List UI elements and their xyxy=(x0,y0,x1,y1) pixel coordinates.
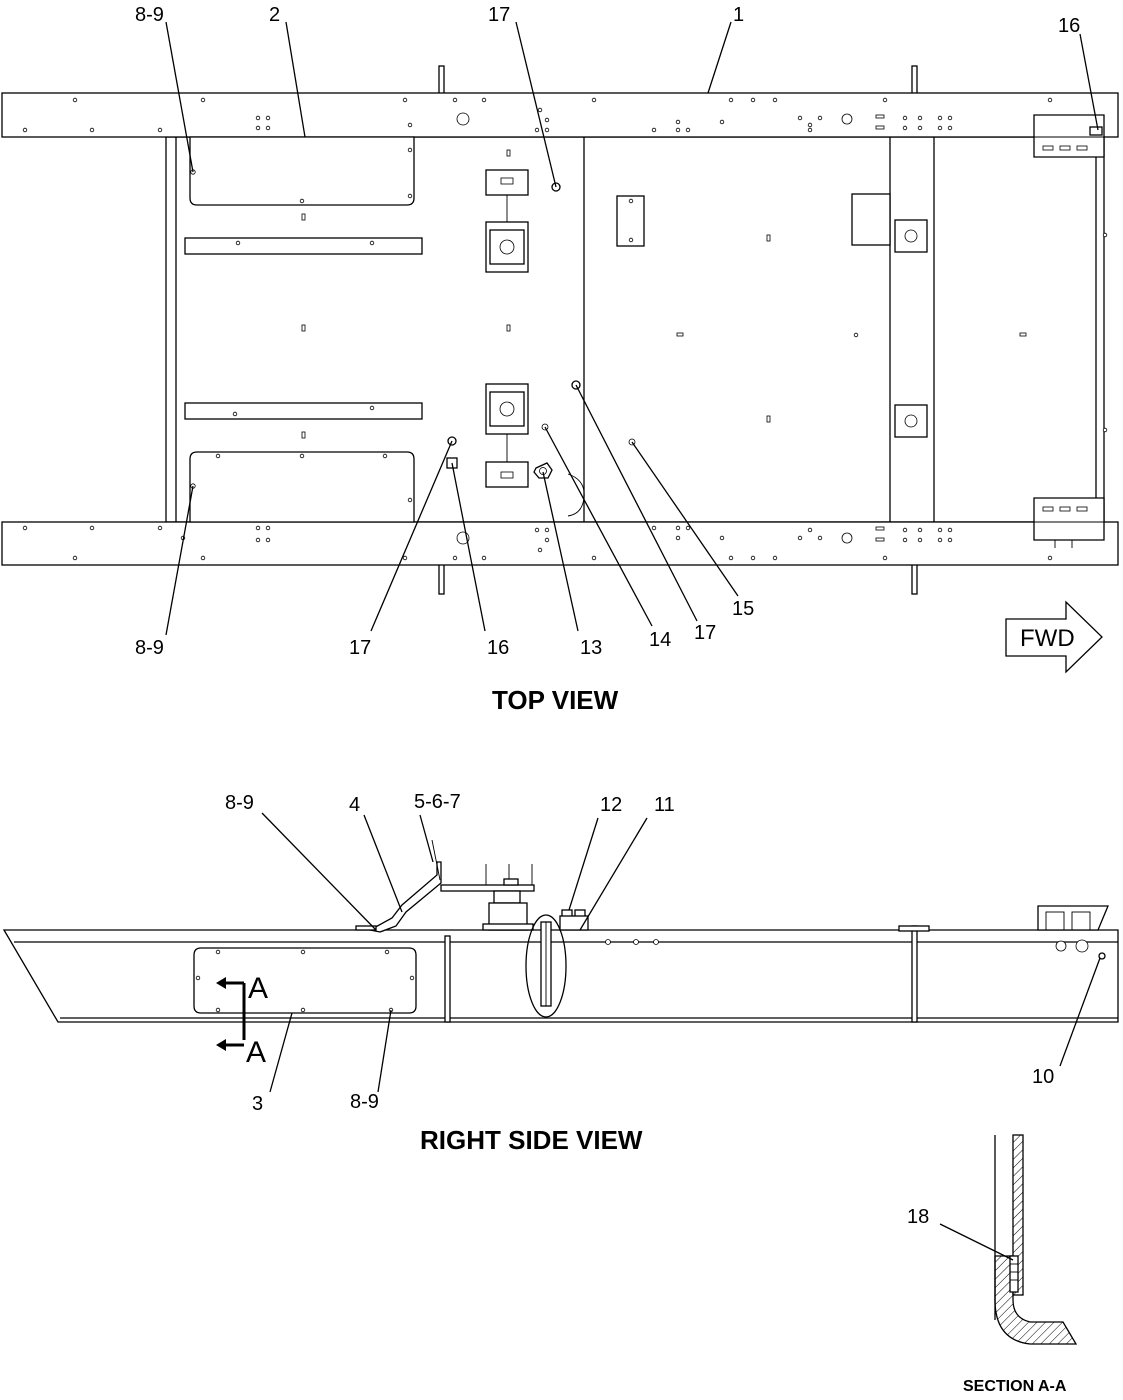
floor-marks xyxy=(301,149,1108,439)
callout-top-13: 13 xyxy=(580,637,602,659)
callout-side-10: 10 xyxy=(1032,1066,1054,1088)
section-a-a-title: SECTION A-A xyxy=(963,1378,1067,1395)
side-leaders xyxy=(261,812,1101,1093)
callout-top-17-right: 17 xyxy=(694,622,716,644)
callout-side-11: 11 xyxy=(654,794,675,816)
section-a-a: 18 SECTION A-A xyxy=(907,1134,1078,1395)
section-cut-marker: A A xyxy=(216,972,268,1069)
rail-holes xyxy=(22,97,1053,561)
cover-plate-lower xyxy=(189,451,415,523)
side-body xyxy=(2,929,1119,1023)
right-side-view-title: RIGHT SIDE VIEW xyxy=(420,1125,643,1155)
callout-section-18: 18 xyxy=(907,1206,929,1228)
frame-rail-lower xyxy=(1,521,1119,566)
center-mounts xyxy=(446,169,636,517)
front-brackets xyxy=(1033,114,1105,548)
side-panel xyxy=(193,947,417,1014)
top-leaders xyxy=(165,21,1099,636)
callout-top-2: 2 xyxy=(269,4,280,26)
callout-top-17-left: 17 xyxy=(349,637,371,659)
section-marker-a-lower: A xyxy=(246,1036,266,1069)
side-front-bracket xyxy=(1037,905,1109,931)
stakes xyxy=(438,65,918,595)
side-hardware xyxy=(355,839,1106,1018)
callout-top-17-upper: 17 xyxy=(488,4,510,26)
strap-lower xyxy=(184,402,423,420)
callout-side-12: 12 xyxy=(600,794,622,816)
frame-rail-upper xyxy=(1,92,1119,138)
right-side-view: A A xyxy=(2,791,1119,1155)
section-marker-a-upper: A xyxy=(248,972,268,1005)
fwd-label: FWD xyxy=(1020,625,1075,652)
callout-top-1: 1 xyxy=(733,4,744,26)
cover-plate-upper xyxy=(189,136,415,206)
callout-top-14: 14 xyxy=(649,629,671,651)
side-mounts xyxy=(616,193,928,438)
callout-side-8-9-bottom: 8-9 xyxy=(350,1091,379,1113)
strap-upper xyxy=(184,237,423,255)
callout-side-8-9-top: 8-9 xyxy=(225,792,254,814)
top-view-title: TOP VIEW xyxy=(492,685,619,715)
top-view: FWD 8-9 2 17 1 16 8-9 17 16 13 14 17 15 xyxy=(1,4,1119,715)
callout-top-16-lower: 16 xyxy=(487,637,509,659)
callout-side-5-6-7: 5-6-7 xyxy=(414,791,461,813)
fwd-arrow: FWD xyxy=(1005,600,1103,674)
callout-side-4: 4 xyxy=(349,794,360,816)
callout-side-3: 3 xyxy=(252,1093,263,1115)
callout-top-16-upper: 16 xyxy=(1058,15,1080,37)
callout-top-8-9-lower: 8-9 xyxy=(135,637,164,659)
callout-top-15: 15 xyxy=(732,598,754,620)
callout-top-8-9-upper: 8-9 xyxy=(135,4,164,26)
